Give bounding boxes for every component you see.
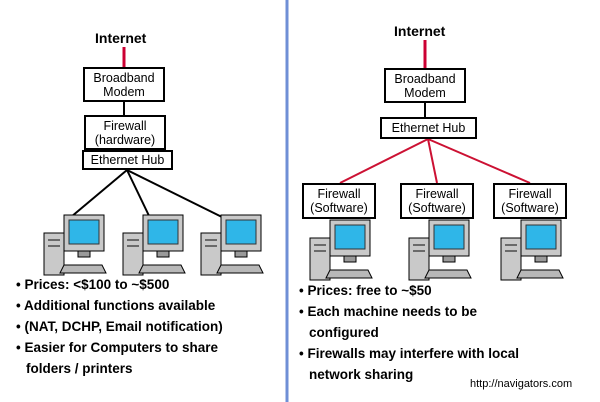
left-firewall-line2: (hardware) — [94, 132, 156, 147]
source-credit: http://navigators.com — [470, 378, 573, 390]
left-firewall-line1: Firewall — [103, 118, 147, 133]
right-hub-link-1 — [339, 138, 429, 184]
right-bullet-config: • Each machine needs to be — [299, 304, 478, 319]
right-internet-label: Internet — [394, 23, 446, 39]
right-hub-label: Ethernet Hub — [391, 121, 466, 135]
right-modem-line2: Modem — [404, 85, 446, 100]
left-computer-2-icon — [122, 214, 186, 276]
right-firewall-3-line2: (Software) — [501, 201, 559, 215]
right-bullet-list: • Prices: free to ~$50 • Each machine ne… — [299, 280, 519, 385]
right-firewall-2-line2: (Software) — [408, 201, 466, 215]
left-ethernet-hub: Ethernet Hub — [82, 150, 173, 170]
right-modem-line1: Broadband — [394, 71, 456, 86]
right-computer-1-icon — [309, 219, 373, 281]
right-bullet-interfere-cont: network sharing — [309, 367, 414, 382]
left-hub-label: Ethernet Hub — [90, 153, 165, 167]
right-broadband-modem: Broadband Modem — [384, 68, 466, 103]
right-firewall-3-line1: Firewall — [508, 187, 552, 201]
right-firewall-2-line1: Firewall — [415, 187, 459, 201]
left-hub-link-3 — [126, 169, 233, 223]
left-hub-link-1 — [64, 169, 128, 223]
right-hub-link-2 — [427, 138, 438, 184]
left-modem-line1: Broadband — [93, 70, 155, 85]
right-firewall-1-line1: Firewall — [317, 187, 361, 201]
right-computer-3-icon — [500, 219, 564, 281]
left-hub-link-2 — [126, 169, 153, 223]
right-software-firewall-1: Firewall (Software) — [302, 183, 376, 219]
right-bullet-interfere: • Firewalls may interfere with local — [299, 346, 520, 361]
left-hardware-firewall: Firewall (hardware) — [84, 115, 166, 150]
left-modem-line2: Modem — [103, 84, 145, 99]
computers — [43, 214, 564, 281]
left-bullet-prices: • Prices: <$100 to ~$500 — [16, 277, 170, 292]
right-ethernet-hub: Ethernet Hub — [380, 117, 477, 139]
left-broadband-modem: Broadband Modem — [83, 67, 165, 102]
right-software-firewall-2: Firewall (Software) — [400, 183, 474, 219]
left-bullet-functions: • Additional functions available — [16, 298, 216, 313]
left-internet-label: Internet — [95, 30, 147, 46]
left-computer-3-icon — [200, 214, 264, 276]
right-software-firewall-3: Firewall (Software) — [493, 183, 567, 219]
right-bullet-prices: • Prices: free to ~$50 — [299, 283, 432, 298]
connection-lines — [64, 40, 531, 223]
left-bullet-sharing: • Easier for Computers to share — [16, 340, 219, 355]
right-hub-link-3 — [427, 138, 531, 184]
left-bullet-nat: • (NAT, DCHP, Email notification) — [16, 319, 223, 334]
right-bullet-config-cont: configured — [309, 325, 379, 340]
right-firewall-1-line2: (Software) — [310, 201, 368, 215]
left-bullet-sharing-cont: folders / printers — [26, 361, 133, 376]
left-computer-1-icon — [43, 214, 107, 276]
left-bullet-list: • Prices: <$100 to ~$500 • Additional fu… — [16, 274, 223, 379]
right-computer-2-icon — [408, 219, 472, 281]
